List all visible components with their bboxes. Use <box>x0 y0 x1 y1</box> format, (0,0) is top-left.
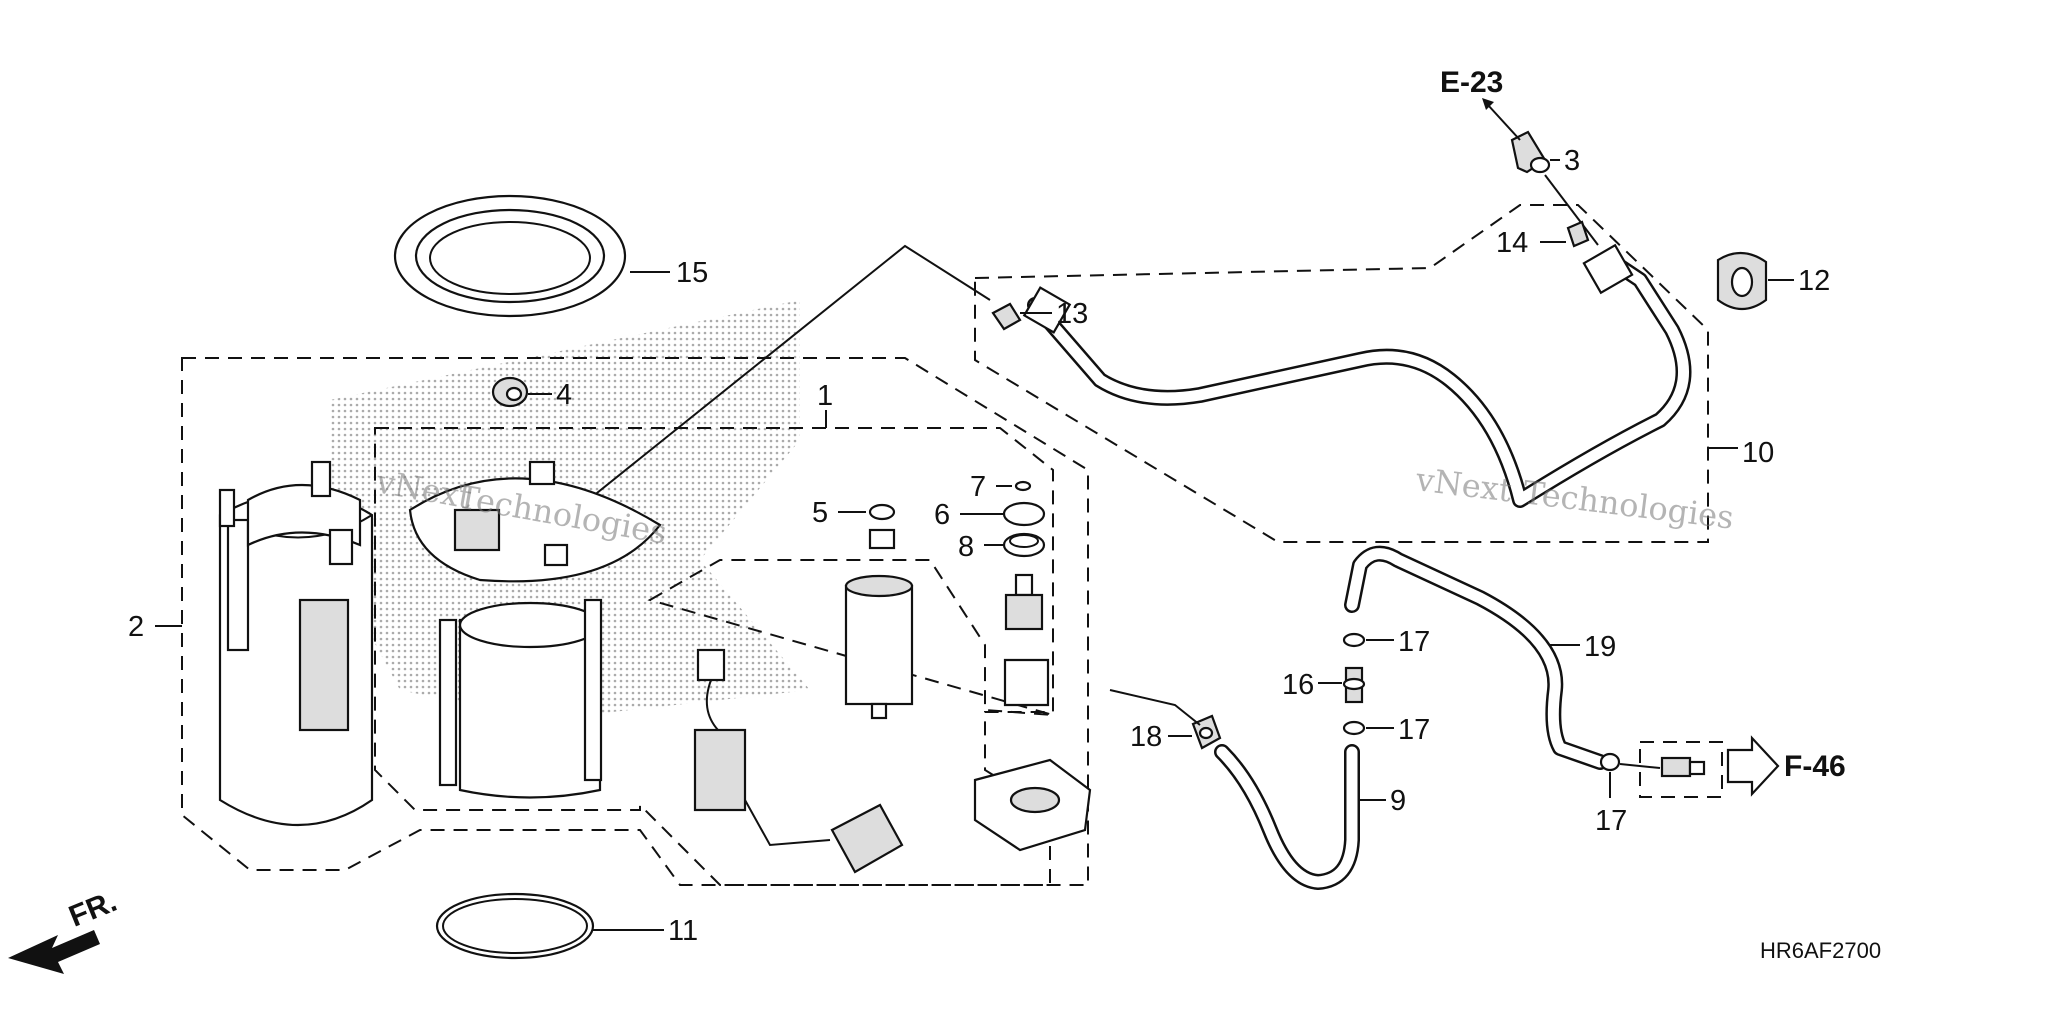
callout-12: 12 <box>1798 265 1830 297</box>
clip-14 <box>1566 220 1590 248</box>
callout-11: 11 <box>668 915 698 947</box>
clip-7 <box>1014 480 1032 492</box>
quick-connector <box>1619 756 1706 778</box>
arrowhead-e23 <box>1482 98 1494 110</box>
callout-18: 18 <box>1130 721 1162 753</box>
watermark-right-line2: Technologies <box>1521 473 1736 537</box>
assembly-2-boundary <box>181 357 1089 886</box>
pressure-regulator <box>1003 573 1050 707</box>
connector-3 <box>1510 130 1551 174</box>
electric-fuel-pump <box>844 574 914 720</box>
callout-16: 16 <box>1282 669 1314 701</box>
callout-14: 14 <box>1496 227 1528 259</box>
o-ring-8 <box>1002 532 1046 558</box>
callout-2: 2 <box>128 611 144 643</box>
callout-19: 19 <box>1584 631 1616 663</box>
arrow-to-e23 <box>1487 104 1521 141</box>
diagram-code: HR6AF2700 <box>1760 938 1881 963</box>
fuel-hose-10 <box>1022 243 1692 508</box>
callout-3: 3 <box>1564 145 1580 177</box>
o-ring-6 <box>1002 501 1046 527</box>
joint-16 <box>1342 666 1366 704</box>
callout-7: 7 <box>970 471 986 503</box>
clamp-17-lower <box>1342 720 1366 736</box>
callout-17-lower: 17 <box>1398 714 1430 746</box>
clamp-17-upper <box>1342 632 1366 648</box>
leader-18-to-group <box>1109 689 1201 726</box>
callout-13: 13 <box>1056 298 1088 330</box>
leader-pump-to-hose <box>581 244 991 506</box>
callout-6: 6 <box>934 499 950 531</box>
grommet-4 <box>491 376 529 408</box>
callout-17-right: 17 <box>1595 805 1627 837</box>
fuel-pump-module-1 <box>408 460 662 799</box>
reference-f46: F-46 <box>1784 750 1846 783</box>
filter-base <box>973 758 1092 852</box>
callout-9: 9 <box>1390 785 1406 817</box>
pump-housing-2 <box>218 460 374 827</box>
front-arrow <box>8 930 100 974</box>
fuel-gauge-sender <box>693 648 904 874</box>
gasket-11 <box>435 892 595 960</box>
callout-17-upper: 17 <box>1398 626 1430 658</box>
front-label: FR. <box>64 885 121 934</box>
grommet-12 <box>1716 251 1768 311</box>
assembly-1-boundary <box>374 427 1054 886</box>
reference-e23: E-23 <box>1440 66 1503 99</box>
watermark-right-line1: vNext <box>1413 460 1514 510</box>
lock-ring-15 <box>393 194 627 318</box>
clamp-17-right <box>1599 752 1621 772</box>
callout-4: 4 <box>556 379 572 411</box>
callout-8: 8 <box>958 531 974 563</box>
callout-15: 15 <box>676 257 708 289</box>
vent-tube-19 <box>1344 545 1608 770</box>
clamp-18 <box>1191 714 1222 750</box>
seal-5 <box>868 503 896 550</box>
clip-13 <box>991 302 1022 331</box>
arrow-to-f46 <box>1726 735 1780 797</box>
leader-3-to-hose <box>1544 174 1599 246</box>
callout-10: 10 <box>1742 437 1774 469</box>
hose-10-boundary <box>974 204 1709 543</box>
fuel-hose-9 <box>1214 744 1360 890</box>
sender-boundary <box>647 559 1054 716</box>
callout-5: 5 <box>812 497 828 529</box>
callout-1: 1 <box>817 380 833 412</box>
